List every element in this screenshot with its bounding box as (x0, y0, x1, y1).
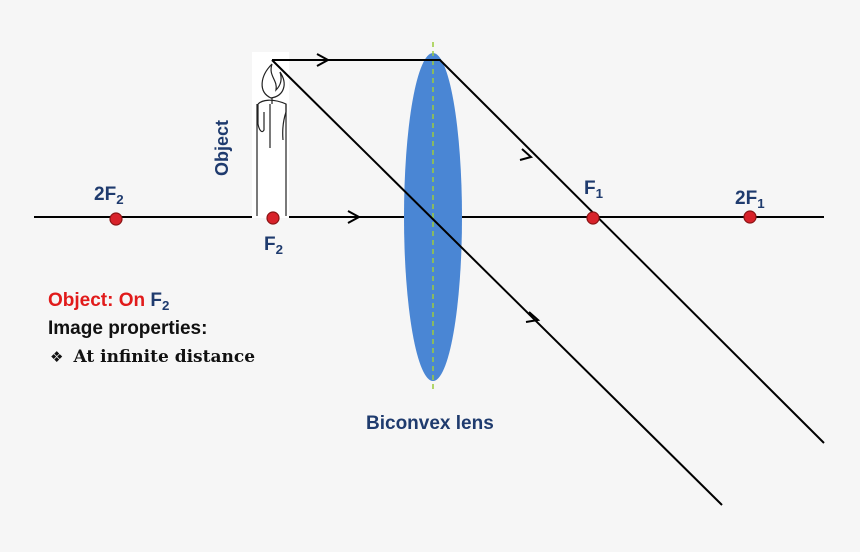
point-2f1 (743, 210, 757, 224)
diamond-bullet-icon: ❖ (50, 348, 64, 366)
object-position-focus: F2 (150, 290, 170, 313)
object-position-text: Object: On (48, 290, 146, 311)
rays (271, 59, 825, 506)
lens-label: Biconvex lens (366, 413, 494, 434)
candle-object (252, 52, 289, 218)
ray-through-focus (271, 59, 723, 506)
arrowheads (316, 53, 541, 323)
candle-flame-icon (261, 63, 285, 99)
point-2f2 (109, 212, 123, 226)
arrow-refracted-lower-icon (525, 311, 541, 323)
arrow-refracted-upper-icon (519, 148, 534, 161)
arrow-axis-icon (347, 210, 362, 224)
image-property-item: ❖ At infinite distance (50, 347, 255, 367)
image-property-text: At infinite distance (73, 347, 256, 367)
ray-parallel (272, 59, 825, 444)
object-label: Object (212, 119, 232, 176)
label-2f1: 2F1 (735, 188, 765, 211)
object-position-caption: Object: On F2 (48, 290, 169, 312)
label-f2: F2 (264, 234, 284, 257)
image-properties-title: Image properties: (48, 318, 208, 339)
point-f1 (586, 211, 600, 225)
focal-points (109, 210, 757, 226)
arrow-parallel-icon (316, 53, 331, 67)
label-f1: F1 (584, 178, 604, 201)
label-2f2: 2F2 (94, 184, 124, 207)
point-f2 (266, 211, 280, 225)
